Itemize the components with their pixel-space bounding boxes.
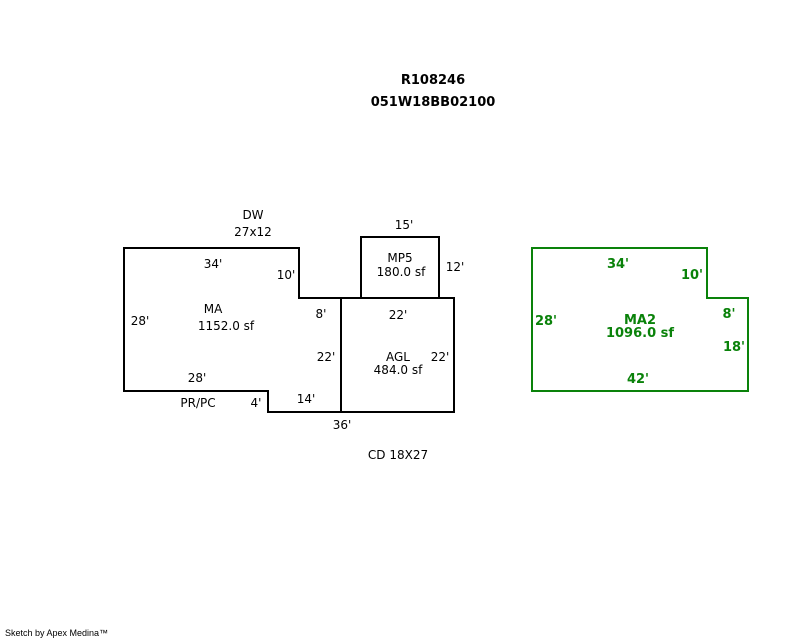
- footer-credit: Sketch by Apex Medina™: [5, 628, 109, 638]
- ma2-dim: 8': [722, 307, 735, 322]
- ma2-code: MA2: [624, 313, 656, 328]
- ma2-dim: 18': [723, 340, 745, 355]
- mp5-dim: 15': [395, 218, 414, 232]
- mp5-outline: [360, 236, 440, 299]
- ma-dim: 8': [316, 307, 327, 321]
- agl-dim: 22': [431, 350, 450, 364]
- mp5-code: MP5: [387, 251, 412, 265]
- ma2-dim: 42': [627, 372, 649, 387]
- ma2-area: 1096.0 sf: [606, 326, 674, 341]
- ma-code: MA: [204, 302, 223, 316]
- agl-code: AGL: [386, 350, 410, 364]
- ma-dim: 14': [297, 392, 316, 406]
- pr-pc-label: PR/PC: [180, 396, 215, 410]
- mp5-dim: 12': [446, 260, 465, 274]
- ma-dim: 10': [277, 268, 296, 282]
- ma-dim: 22': [317, 350, 336, 364]
- agl-dim: 22': [389, 308, 408, 322]
- ma-dim: 28': [131, 314, 150, 328]
- mp5-area: 180.0 sf: [377, 265, 426, 279]
- ma-dim: 4': [251, 396, 262, 410]
- map-taxlot: 051W18BB02100: [371, 95, 496, 110]
- ma-area: 1152.0 sf: [198, 319, 255, 333]
- dw-label: DW: [242, 208, 263, 222]
- agl-area: 484.0 sf: [374, 363, 423, 377]
- ma2-dim: 10': [681, 268, 703, 283]
- cd-label: CD 18X27: [368, 448, 428, 462]
- account-number: R108246: [401, 73, 465, 88]
- ma2-outline: [531, 247, 749, 392]
- ma2-dim: 34': [607, 257, 629, 272]
- ma-dim: 28': [188, 371, 207, 385]
- agl-dim: 36': [333, 418, 352, 432]
- dw-size: 27x12: [234, 225, 272, 239]
- ma-dim: 34': [204, 257, 223, 271]
- ma2-dim: 28': [535, 314, 557, 329]
